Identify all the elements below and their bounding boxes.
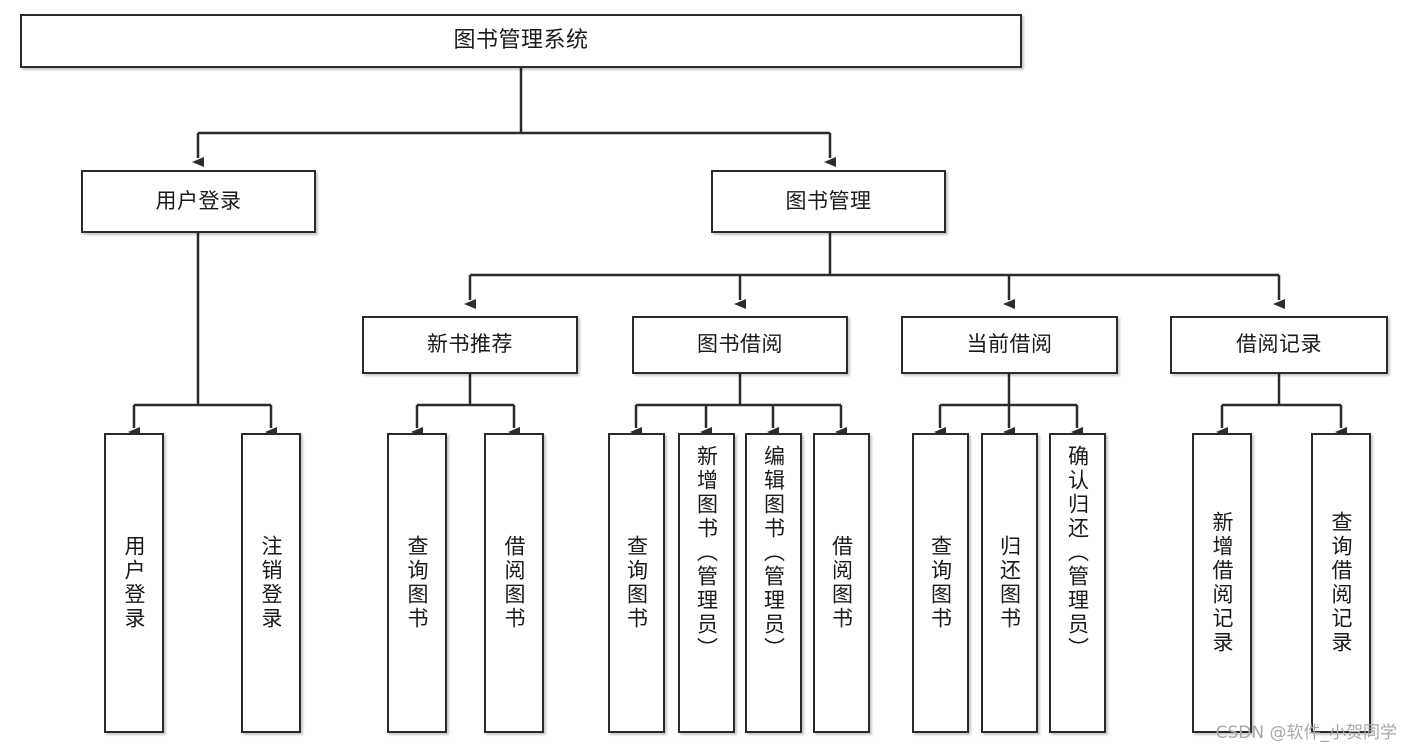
leaf-add-borrow-record[interactable]: 新增借阅记录 (1192, 433, 1252, 733)
node-new-book-recommend[interactable]: 新书推荐 (362, 316, 578, 374)
leaf-add-book-admin[interactable]: 新增图书（管理员） (678, 433, 735, 733)
node-label: 借阅图书 (502, 535, 527, 631)
node-label: 借阅图书 (829, 535, 854, 631)
node-label: 当前借阅 (966, 332, 1053, 357)
node-label: 查询图书 (624, 535, 649, 631)
node-book-borrow[interactable]: 图书借阅 (632, 316, 848, 374)
node-book-management[interactable]: 图书管理 (711, 170, 946, 233)
leaf-user-login[interactable]: 用户登录 (104, 433, 164, 733)
node-label: 归还图书 (997, 535, 1022, 631)
node-label: 查询图书 (405, 535, 430, 631)
node-label: 确认归还（管理员） (1065, 445, 1090, 661)
node-root-system[interactable]: 图书管理系统 (20, 14, 1022, 68)
leaf-edit-book-admin[interactable]: 编辑图书（管理员） (745, 433, 802, 733)
node-label: 查询借阅记录 (1329, 511, 1354, 655)
leaf-logout[interactable]: 注销登录 (241, 433, 301, 733)
node-label: 图书借阅 (697, 332, 783, 357)
leaf-query-book-borrow[interactable]: 查询图书 (608, 433, 665, 733)
node-label: 新书推荐 (427, 332, 513, 357)
node-label: 用户登录 (155, 188, 242, 213)
node-label: 新增图书（管理员） (694, 445, 719, 661)
node-label: 借阅记录 (1236, 332, 1322, 357)
node-label: 编辑图书（管理员） (761, 445, 786, 661)
node-label: 新增借阅记录 (1210, 511, 1235, 655)
node-label: 查询图书 (928, 535, 953, 631)
node-label: 注销登录 (259, 535, 284, 631)
node-label: 图书管理系统 (453, 28, 589, 54)
leaf-query-book-recommend[interactable]: 查询图书 (387, 433, 447, 733)
node-label: 图书管理 (785, 188, 872, 213)
leaf-return-book[interactable]: 归还图书 (981, 433, 1038, 733)
node-label: 用户登录 (122, 535, 147, 631)
node-user-login[interactable]: 用户登录 (81, 170, 316, 233)
leaf-query-borrow-record[interactable]: 查询借阅记录 (1311, 433, 1371, 733)
leaf-borrow-book-recommend[interactable]: 借阅图书 (484, 433, 544, 733)
node-borrow-records[interactable]: 借阅记录 (1170, 316, 1388, 374)
leaf-query-book-current[interactable]: 查询图书 (912, 433, 969, 733)
leaf-confirm-return-admin[interactable]: 确认归还（管理员） (1049, 433, 1106, 733)
watermark-text: CSDN @软件_小贺同学 (1215, 723, 1397, 743)
node-current-borrow[interactable]: 当前借阅 (901, 316, 1118, 374)
leaf-borrow-book[interactable]: 借阅图书 (813, 433, 870, 733)
